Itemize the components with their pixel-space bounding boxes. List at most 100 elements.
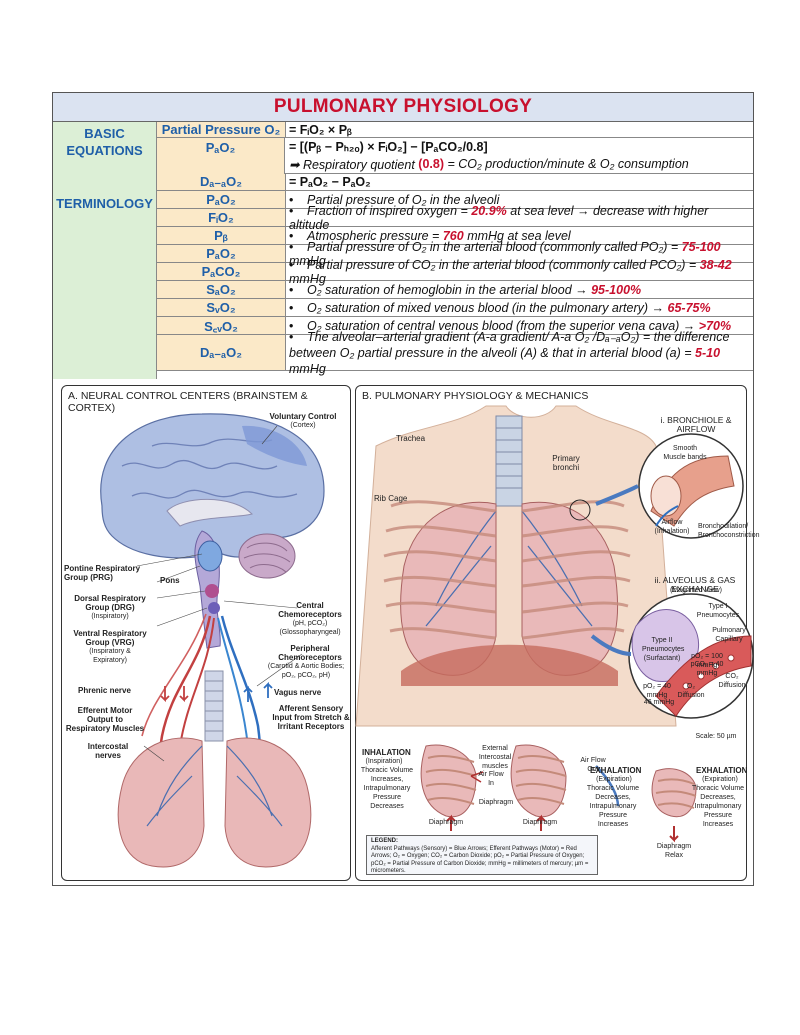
airflow-label: Airflow (Inhalation) — [654, 519, 690, 535]
term-definition: • Partial pressure of O₂ in the arterial … — [289, 240, 749, 268]
term-definition: •The alveolar–arterial gradient (A-a gra… — [289, 330, 749, 376]
equation-row: Partial Pressure O₂ = FᵢO₂ × Pᵦ — [157, 122, 753, 138]
term-definition: •Fraction of inspired oxygen = 20.9% at … — [289, 204, 749, 232]
term-row: Pᵦ•Atmospheric pressure = 760 mmHg at se… — [157, 227, 753, 245]
pulmonary-mechanics-panel: B. PULMONARY PHYSIOLOGY & MECHANICS — [355, 385, 760, 881]
term-tail: mmHg — [289, 361, 326, 376]
physiology-sheet: PULMONARY PHYSIOLOGY BASIC EQUATIONS TER… — [52, 92, 760, 886]
bullet-icon: • — [289, 318, 294, 333]
term-value: 20.9% — [471, 203, 507, 218]
term-row: PₐO₂•Partial pressure of O₂ in the alveo… — [157, 191, 753, 209]
rq-value: (0.8) — [418, 157, 444, 171]
term-definition: •Partial pressure of CO₂ in the arterial… — [289, 258, 749, 286]
equation-formula: = [(Pᵦ − Pₕ₂ₒ) × FᵢO₂] − [PₐCO₂/0.8] — [289, 140, 488, 154]
term-row: FᵢO₂• Fraction of inspired oxygen = 20.9%… — [157, 204, 753, 232]
inhalation-desc: Thoracic Volume Increases, Intrapulmonar… — [360, 767, 414, 810]
equation-symbol: Partial Pressure O₂ — [157, 122, 286, 137]
term-row: PₐO₂• Partial pressure of O₂ in the arter… — [157, 240, 753, 268]
po2-100-label: pO₂ = 100 mmHg — [691, 653, 723, 669]
trachea-label: Trachea — [396, 434, 426, 443]
central-chemoreceptors-sub: (pH, pCO₂) (Glossopharyngeal) — [279, 620, 341, 636]
pons-label: Pons — [160, 576, 180, 585]
afferent-input-label: Afferent Sensory Input from Stretch & Ir… — [272, 704, 350, 731]
peripheral-chemoreceptors-sub: (Carotid & Aortic Bodies; pO₂, pCO₂, pH) — [267, 663, 345, 679]
brain-lung-illustration — [100, 413, 325, 868]
o2-diffusion-label: O₂ Diffusion — [677, 683, 705, 699]
prg-label: Pontine Respiratory Group (PRG) — [64, 564, 141, 582]
bullet-icon: • — [289, 228, 294, 243]
term-value: 5-10 — [695, 345, 721, 360]
legend-title: LEGEND: — [371, 838, 398, 844]
term-value: 65-75% — [667, 300, 711, 315]
term-row: SᵥO₂•O₂ saturation of mixed venous blood… — [157, 299, 753, 317]
term-tail: mmHg — [289, 271, 326, 286]
scale-label: Scale: 50 µm — [695, 733, 737, 740]
primary-bronchi-label: Primary bronchi — [552, 454, 580, 472]
inhalation-sub: (Inspiration) — [365, 758, 403, 765]
term-text: Atmospheric pressure = — [307, 228, 440, 243]
term-symbol: PₐO₂ — [157, 245, 286, 262]
po2-40-label: pO₂ = 40 mmHg — [643, 683, 671, 699]
term-text: Partial pressure of CO₂ in the arterial … — [307, 257, 697, 272]
neural-control-panel: A. NEURAL CONTROL CENTERS (BRAINSTEM & C… — [61, 385, 351, 881]
alveolus-title: ii. ALVEOLUS & GAS EXCHANGE — [654, 575, 736, 594]
bullet-icon: • — [289, 239, 294, 254]
term-symbol: FᵢO₂ — [157, 209, 286, 226]
term-value: 95-100% — [591, 282, 642, 297]
term-definition: •O₂ saturation of hemoglobin in the arte… — [289, 281, 749, 298]
airflow-in-label: Air Flow In — [478, 771, 504, 787]
vrg-label: Ventral Respiratory Group (VRG) — [73, 629, 147, 647]
vrg-sub: (Inspiratory & Expiratory) — [89, 648, 131, 664]
term-symbol: Pᵦ — [157, 227, 286, 244]
basic-equations-label: BASIC EQUATIONS — [66, 126, 143, 158]
term-text: Partial pressure of O₂ in the alveoli — [307, 192, 500, 207]
vagus-nerve-label: Vagus nerve — [274, 688, 322, 697]
voluntary-control-sub: (Cortex) — [290, 422, 316, 429]
bullet-icon: • — [289, 203, 294, 218]
co2-diffusion-label: CO₂ Diffusion — [718, 673, 746, 689]
equation-row: Dₐ₋ₐO₂ = PₐO₂ − PₐO₂ — [157, 174, 753, 191]
phrenic-nerve-label: Phrenic nerve — [78, 686, 131, 695]
basic-equations-cell: BASIC EQUATIONS — [53, 122, 157, 191]
terminology-cell: TERMINOLOGY — [53, 191, 157, 379]
term-definition: •Partial pressure of O₂ in the alveoli — [289, 191, 749, 208]
panel-b-title: B. PULMONARY PHYSIOLOGY & MECHANICS — [362, 390, 589, 402]
term-text: O₂ saturation of central venous blood (f… — [307, 318, 696, 333]
bullet-icon: • — [289, 329, 294, 344]
term-text: The alveolar–arterial gradient (A-a grad… — [289, 329, 730, 360]
exhalation-sub-2: (Expiration) — [702, 776, 738, 783]
equation-symbol: Dₐ₋ₐO₂ — [157, 174, 286, 190]
exhalation-label-1: EXHALATION — [590, 766, 642, 775]
respiratory-quotient-line: ➡ Respiratory quotient (0.8) = CO₂ produ… — [289, 155, 749, 173]
external-intercostal-label: External Intercostal muscles — [478, 745, 512, 770]
type1-pneumocyte-label: Type I Pneumocytes — [696, 603, 740, 619]
term-definition: •O₂ saturation of mixed venous blood (in… — [289, 299, 749, 316]
lungs-mechanics-illustration — [355, 405, 754, 843]
equation-formula: = PₐO₂ − PₐO₂ — [289, 175, 371, 189]
term-text: Partial pressure of O₂ in the arterial b… — [307, 239, 679, 254]
term-row: SₐO₂•O₂ saturation of hemoglobin in the … — [157, 281, 753, 299]
term-row: PₐCO₂•Partial pressure of CO₂ in the art… — [157, 258, 753, 286]
central-chemoreceptors-label: Central Chemoreceptors — [278, 601, 342, 619]
exhalation-desc-1: Thoracic Volume Decreases, Intrapulmonar… — [586, 785, 640, 828]
term-text: Fraction of inspired oxygen = — [307, 203, 468, 218]
magnified-view-label: (Magnified View) — [669, 587, 722, 594]
term-definition: • O₂ saturation of central venous blood (… — [289, 317, 749, 334]
term-tail: mmHg — [289, 253, 326, 268]
term-value: 38-42 — [699, 257, 732, 272]
drg-sub: (Inspiratory) — [91, 613, 129, 620]
term-symbol: S꜀ᵥO₂ — [157, 317, 286, 334]
bullet-icon: • — [289, 300, 294, 315]
equation-symbol: PₐO₂ — [157, 138, 285, 174]
term-symbol: SₐO₂ — [157, 281, 286, 298]
term-row: Dₐ₋ₐO₂•The alveolar–arterial gradient (A… — [157, 330, 753, 376]
term-value: >70% — [698, 318, 732, 333]
bronchodilation-label: Bronchodilation/ Bronchoconstriction — [698, 523, 760, 539]
equation-row: PₐO₂ = [(Pᵦ − Pₕ₂ₒ) × FᵢO₂] − [PₐCO₂/0.8… — [157, 138, 753, 174]
page-title: PULMONARY PHYSIOLOGY — [273, 96, 533, 117]
term-row: S꜀ᵥO₂• O₂ saturation of central venous bl… — [157, 317, 753, 335]
inhalation-label: INHALATION — [362, 748, 411, 757]
rib-cage-label: Rib Cage — [374, 494, 408, 503]
term-symbol: SᵥO₂ — [157, 299, 286, 316]
term-value: 760 — [442, 228, 464, 243]
